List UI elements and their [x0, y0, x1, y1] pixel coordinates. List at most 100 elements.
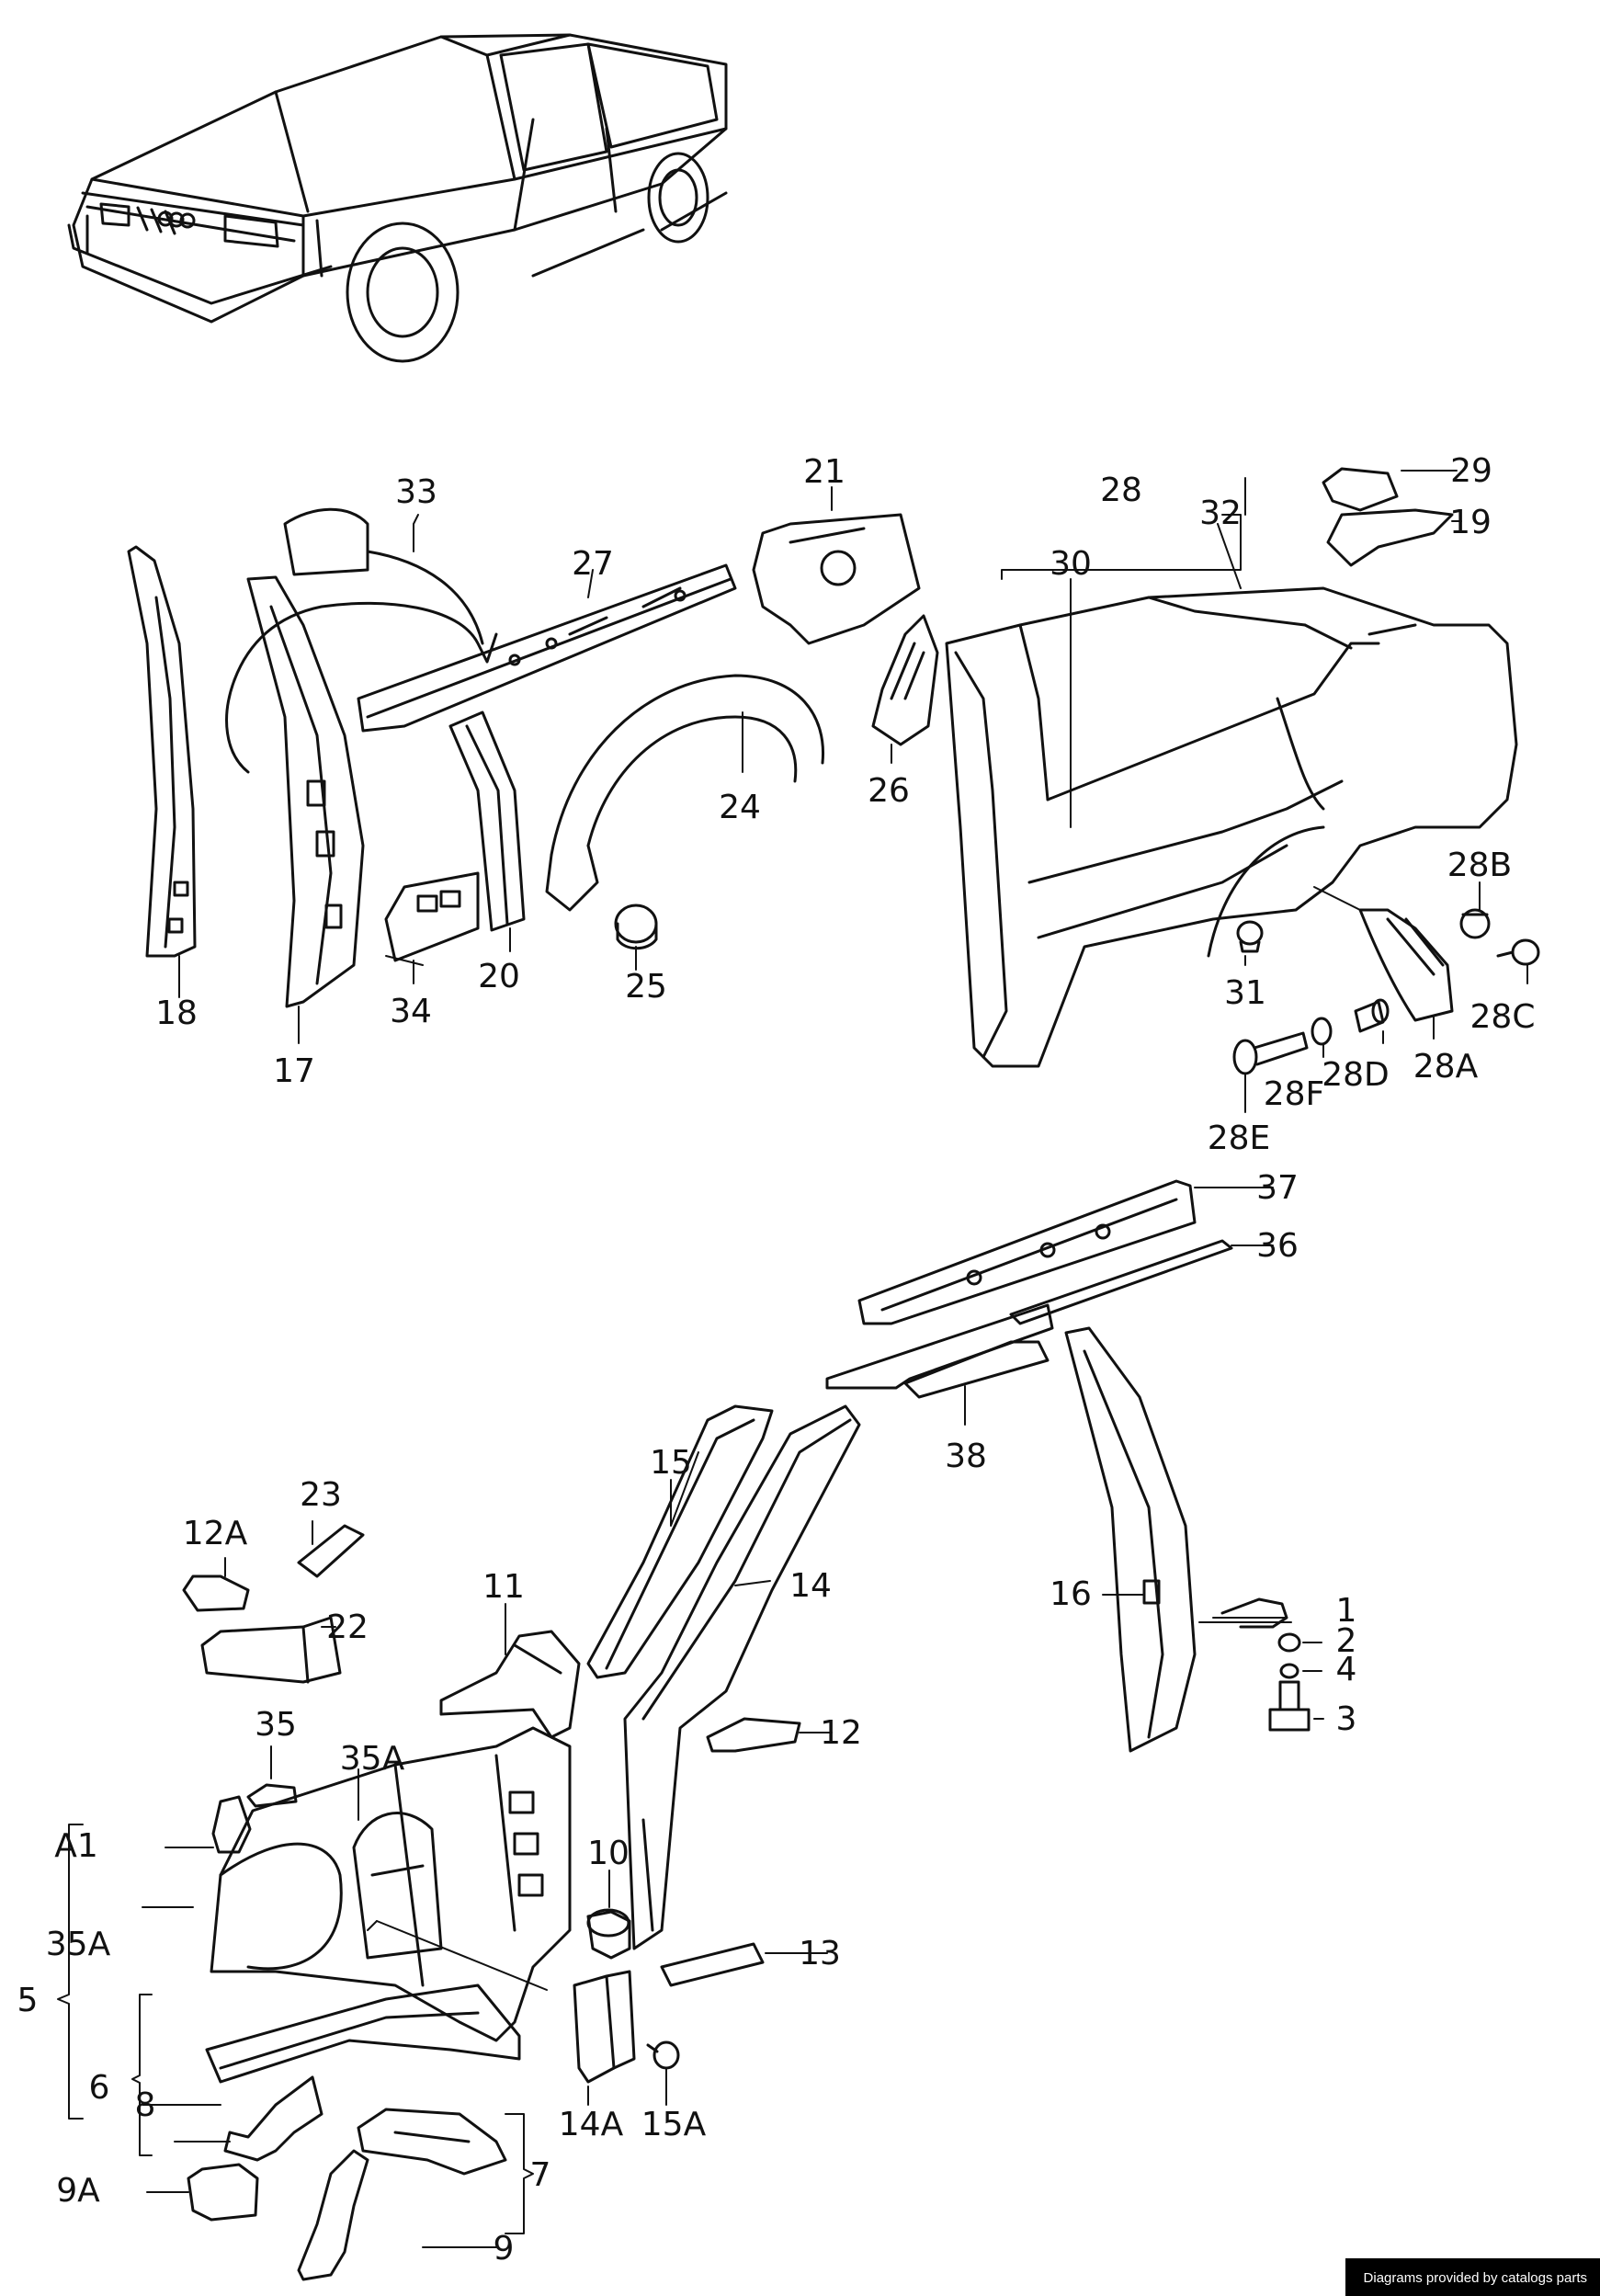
callout-c35: 35 [255, 1706, 297, 1744]
part-a1-bracket [211, 1795, 252, 1854]
callout-c28b: 28B [1447, 847, 1513, 884]
part-12-bracket [706, 1717, 801, 1753]
callout-c28a: 28A [1413, 1048, 1479, 1085]
callout-c8: 8 [135, 2086, 156, 2124]
car-illustration [67, 33, 728, 363]
callout-c7: 7 [530, 2156, 551, 2194]
callout-c1: 1 [1336, 1592, 1357, 1630]
callout-c35a_top: 35A [340, 1740, 405, 1778]
callout-c10: 10 [587, 1835, 630, 1872]
callout-c23: 23 [300, 1476, 342, 1514]
part-28b-clip [1459, 908, 1491, 939]
part-2-washer [1277, 1632, 1301, 1653]
part-14-a-pillar [623, 1404, 861, 1950]
part-9a-bracket [187, 2163, 259, 2222]
part-3-bolt [1268, 1680, 1311, 1732]
callout-c2: 2 [1336, 1622, 1357, 1660]
callout-c3: 3 [1336, 1700, 1357, 1738]
group-brackets [57, 1824, 534, 2234]
callout-c9: 9 [494, 2230, 515, 2268]
callout-c29: 29 [1450, 452, 1492, 490]
callout-c34: 34 [390, 993, 432, 1030]
part-5-front-inner-wing [210, 1726, 572, 2042]
part-28a-mudflap [1358, 908, 1454, 1022]
callout-c11: 11 [482, 1568, 525, 1606]
callout-c30: 30 [1050, 545, 1092, 583]
callout-c20: 20 [478, 958, 520, 995]
part-15a-clip [646, 2040, 680, 2070]
part-35-bracket [246, 1783, 298, 1808]
part-28f-washer [1311, 1017, 1333, 1046]
part-26-bracket [871, 614, 939, 746]
part-15-a-pillar-trim [586, 1404, 774, 1679]
part-31-plug [1236, 920, 1264, 953]
callout-c28e: 28E [1208, 1120, 1271, 1157]
part-7-crossmember [357, 2108, 507, 2176]
part-8-bracket [223, 2075, 323, 2162]
part-24-wheel-arch [545, 674, 825, 912]
callout-c22: 22 [326, 1608, 369, 1646]
part-28c-rivet [1496, 938, 1540, 966]
callout-c28c: 28C [1470, 998, 1536, 1036]
callout-c5: 5 [17, 1982, 39, 2019]
part-27-longitudinal-rail [357, 563, 737, 733]
callout-c17: 17 [273, 1052, 315, 1090]
callout-c25: 25 [625, 968, 667, 1006]
callout-c31: 31 [1224, 974, 1266, 1012]
part-17-b-pillar [246, 575, 365, 1008]
part-20-reinforcement [448, 710, 526, 932]
callout-c37: 37 [1256, 1169, 1299, 1207]
part-35a-wheelhouse [352, 1812, 443, 1960]
callout-c14: 14 [789, 1567, 832, 1605]
part-23-pad [297, 1524, 365, 1578]
part-28e-screw [1232, 1031, 1309, 1075]
callout-c13: 13 [799, 1935, 841, 1972]
callout-c27: 27 [572, 545, 614, 583]
callout-c9a: 9A [56, 2172, 100, 2210]
callout-c38: 38 [945, 1438, 987, 1475]
part-28d-sleeve [1354, 998, 1390, 1033]
callout-c19: 19 [1449, 504, 1492, 541]
part-13-plate [660, 1942, 765, 1987]
part-18-a-pillar [127, 545, 197, 958]
callout-c15a: 15A [641, 2106, 707, 2143]
part-28-side-panel [945, 586, 1518, 1068]
part-34-bracket [384, 871, 480, 962]
part-12a-bracket [182, 1574, 250, 1612]
callout-labels: 1234567899A10111212A131414A1515A16171819… [17, 452, 1536, 2268]
callout-c6: 6 [89, 2069, 110, 2107]
callout-c4: 4 [1336, 1651, 1357, 1688]
part-14a-pad [573, 1970, 636, 2084]
part-25-rubber-buffer [614, 904, 658, 950]
callout-c14a: 14A [559, 2106, 624, 2143]
callout-c33: 33 [395, 473, 437, 511]
callout-ca1: A1 [54, 1827, 98, 1865]
part-21-panel [752, 513, 921, 645]
callout-c12a: 12A [183, 1515, 248, 1552]
callout-c26: 26 [868, 772, 910, 810]
callout-c28d: 28D [1322, 1056, 1390, 1094]
part-29-cap [1322, 467, 1399, 512]
callout-c36: 36 [1256, 1227, 1299, 1265]
callout-c24: 24 [719, 789, 761, 826]
part-36-sill-strip [1009, 1239, 1233, 1325]
callout-c15: 15 [650, 1444, 692, 1482]
part-6-lower-panel [205, 1983, 521, 2084]
part-11-gusset [439, 1630, 581, 1739]
diagram-credit: Diagrams provided by catalogs parts [1345, 2258, 1600, 2296]
callout-c35a_side: 35A [46, 1926, 111, 1963]
part-19-bracket [1326, 508, 1454, 567]
part-10-buffer [586, 1908, 631, 1960]
part-38-sill-inner [825, 1303, 1054, 1399]
part-33-wheel-housing [225, 507, 498, 774]
callout-c16: 16 [1050, 1575, 1092, 1613]
part-4-lockwasher [1279, 1663, 1299, 1679]
part-22-bracket [200, 1616, 342, 1684]
part-9-bracket [297, 2149, 369, 2281]
callout-c12: 12 [820, 1714, 862, 1752]
part-1-bracket [1220, 1597, 1288, 1629]
leader-lines [142, 470, 1528, 2248]
callout-c21: 21 [803, 453, 845, 491]
part-37-sill-outer [857, 1179, 1197, 1325]
